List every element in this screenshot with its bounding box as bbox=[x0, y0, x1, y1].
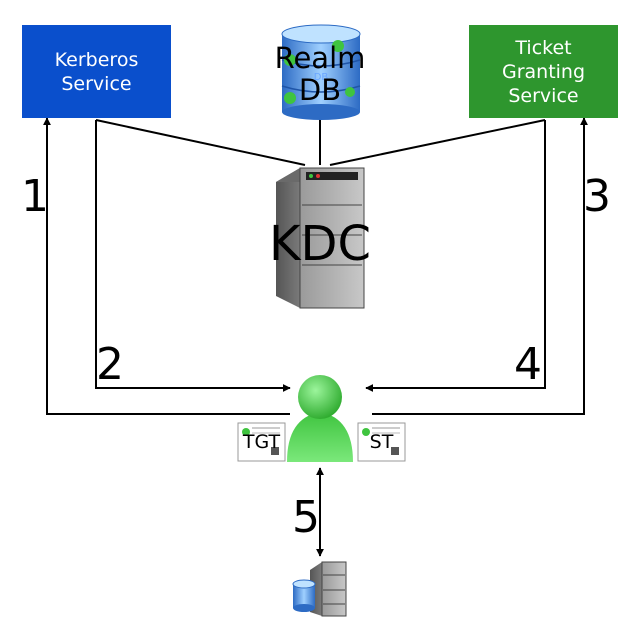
tgt-label: TGT bbox=[242, 431, 281, 453]
kdc-label: KDC bbox=[269, 216, 371, 272]
realm-db-glyph: DB bbox=[313, 72, 329, 83]
service-server-icon bbox=[292, 561, 347, 617]
arrow-step-1 bbox=[43, 117, 290, 415]
st-label: ST bbox=[369, 431, 394, 453]
flow-arrows bbox=[43, 117, 588, 557]
arrow-step-2 bbox=[95, 120, 291, 392]
step-5-label: 5 bbox=[292, 492, 320, 543]
tgt-ticket-icon bbox=[237, 422, 286, 462]
step-3-label: 3 bbox=[583, 171, 611, 222]
step-2-label: 2 bbox=[96, 339, 124, 390]
ticket-granting-service-box bbox=[469, 25, 618, 118]
kdc-connection-lines bbox=[95, 118, 546, 166]
st-ticket-icon bbox=[357, 422, 406, 462]
kerberos-service-box bbox=[22, 25, 171, 118]
ticket-granting-service-label: Ticket Granting Service bbox=[501, 36, 586, 107]
line-tgs-to-kdc bbox=[329, 119, 546, 166]
line-kerberos-to-kdc bbox=[95, 119, 306, 166]
user-icon bbox=[287, 375, 353, 462]
arrow-step-4 bbox=[365, 120, 546, 392]
step-4-label: 4 bbox=[514, 339, 542, 390]
kdc-server-icon bbox=[276, 167, 365, 309]
realm-db-icon bbox=[281, 24, 361, 120]
step-1-label: 1 bbox=[21, 171, 49, 222]
realm-db-label: Realm DB bbox=[274, 41, 366, 107]
arrow-step-3 bbox=[372, 117, 588, 415]
kerberos-service-label: Kerberos Service bbox=[54, 48, 139, 95]
